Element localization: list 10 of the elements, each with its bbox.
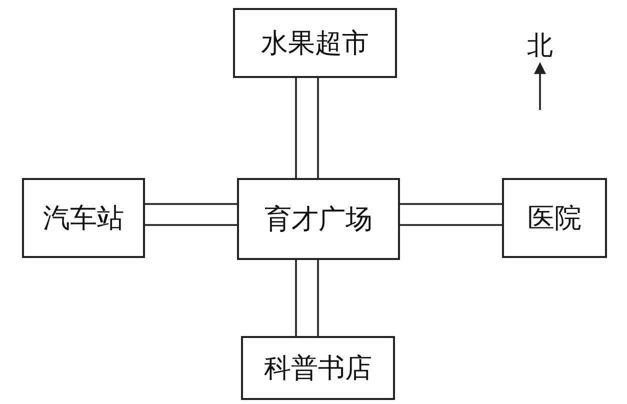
road <box>295 77 319 179</box>
north-label: 北 <box>527 30 553 63</box>
place-box: 水果超市 <box>233 8 397 78</box>
road <box>399 203 503 226</box>
place-box: 育才广场 <box>237 178 400 260</box>
place-box: 汽车站 <box>22 178 145 258</box>
road <box>144 203 238 226</box>
place-box: 科普书店 <box>241 336 395 400</box>
road <box>295 259 319 337</box>
place-box: 医院 <box>502 178 607 258</box>
